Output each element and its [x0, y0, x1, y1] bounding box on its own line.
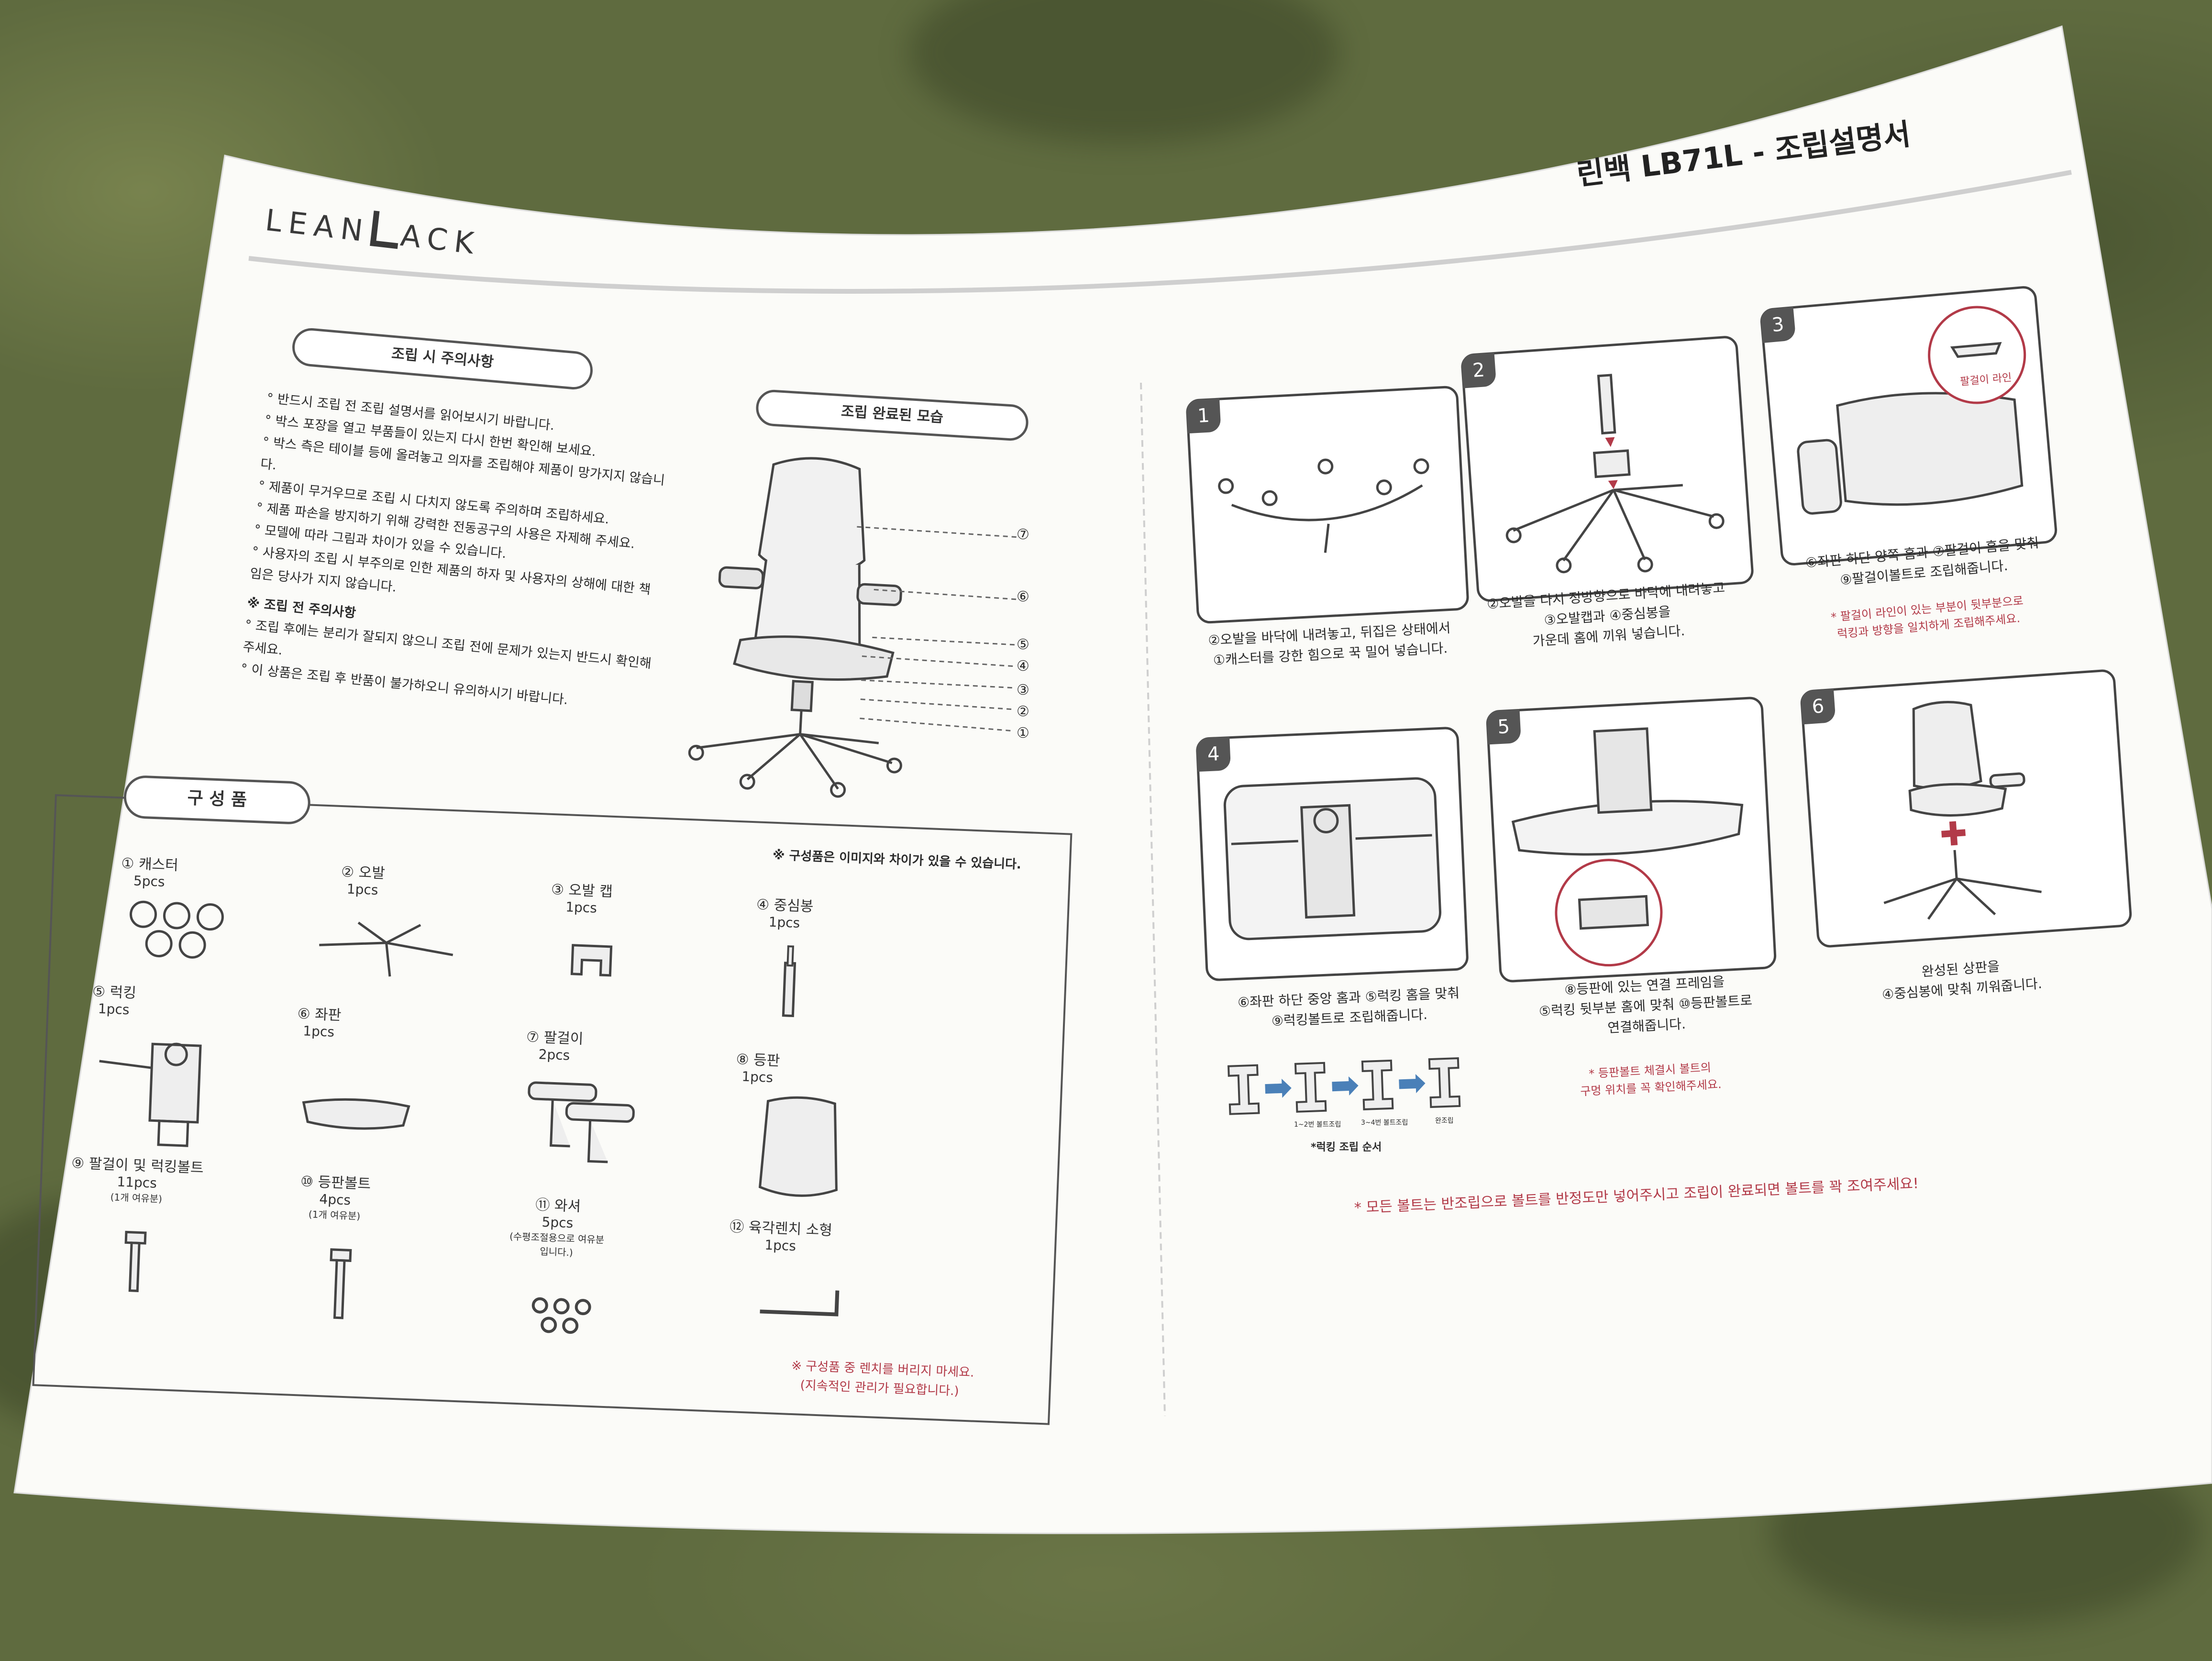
callout-6: ⑥: [1017, 588, 1029, 605]
step-3-box: 3 팔걸이 라인: [1759, 285, 2058, 567]
sequence-step-1: 1~2번 볼트조립: [1294, 1121, 1341, 1129]
part-name: ⑥ 좌판: [297, 1005, 342, 1024]
part-seat: ⑥ 좌판 1pcs: [297, 1002, 342, 1040]
part-name: ① 캐스터: [121, 855, 179, 874]
cautions-heading-label: 조립 시 주의사항: [390, 345, 495, 371]
step-number: 1: [1186, 398, 1221, 434]
base-cap-icon: [570, 944, 613, 977]
completed-callout-lines: [857, 526, 1019, 732]
step-4-box: 4: [1195, 726, 1469, 982]
step-6-box: 6: [1799, 668, 2133, 949]
hex-wrench-icon: [760, 1290, 840, 1317]
step-4-illustration: [1223, 777, 1441, 941]
parts-heading: 구 성 품: [123, 775, 311, 825]
callout-7: ⑦: [1017, 526, 1029, 543]
part-qty: 1pcs: [764, 1237, 796, 1254]
parts-box: 구 성 품 ※ 구성품은 이미지와 차이가 있을 수 있습니다. ① 캐스터 5…: [32, 775, 1073, 1425]
mechanism-sequence-diagram: [1227, 1057, 1461, 1115]
step-5-box: 5: [1485, 696, 1777, 983]
fabric-fold: [909, 0, 1339, 144]
part-qty: 2pcs: [538, 1046, 570, 1063]
part-hex-wrench: ⑫ 육각렌치 소형 1pcs: [729, 1215, 833, 1255]
gas-lift-icon: [782, 945, 796, 1018]
part-extra: (1개 여유분): [308, 1208, 361, 1222]
callout-2: ②: [1017, 703, 1029, 720]
part-caster: ① 캐스터 5pcs: [121, 851, 179, 890]
part-name: ② 오발: [341, 864, 386, 882]
part-base: ② 오발 1pcs: [340, 860, 386, 898]
completed-heading-label: 조립 완료된 모습: [841, 403, 944, 426]
part-qty: 1pcs: [565, 899, 597, 916]
part-backrest-bolt: ⑩ 등판볼트 4pcs (1개 여유분): [299, 1169, 371, 1223]
part-qty: 1pcs: [346, 881, 379, 898]
armrest-icon: [528, 1081, 635, 1163]
step-5-illustration: [1511, 727, 1744, 967]
callout-4: ④: [1017, 658, 1029, 675]
mechanism-icon: [99, 1042, 202, 1147]
part-name: ⑪ 와셔: [535, 1196, 581, 1215]
step-3-illustration: 팔걸이 라인: [1797, 306, 2026, 515]
part-backrest: ⑧ 등판 1pcs: [735, 1047, 781, 1085]
step-6-illustration: [1883, 701, 2042, 920]
long-bolt-icon: [330, 1248, 352, 1319]
step-1-box: 1: [1185, 385, 1470, 624]
sequence-step-3: 완조립: [1435, 1117, 1454, 1125]
callout-1: ①: [1017, 725, 1029, 742]
part-qty: 1pcs: [98, 1000, 130, 1018]
part-gas-lift: ④ 중심봉 1pcs: [755, 892, 814, 931]
part-extra: (수평조절용으로 여유분입니다.): [509, 1230, 605, 1259]
part-name: ③ 오발 캡: [551, 881, 613, 900]
backrest-icon: [758, 1096, 838, 1197]
step-2-illustration: [1505, 374, 1725, 574]
completed-chair-illustration: [688, 457, 902, 798]
part-armrest-bolt: ⑨ 팔걸이 및 럭킹볼트 11pcs (1개 여유분): [70, 1151, 204, 1207]
seat-icon: [302, 1098, 410, 1130]
part-base-cap: ③ 오발 캡 1pcs: [550, 877, 613, 917]
callout-3: ③: [1017, 682, 1029, 698]
washer-icon: [531, 1297, 591, 1334]
bolt-icon: [124, 1230, 147, 1292]
caster-icon: [129, 900, 224, 959]
part-name: ⑤ 럭킹: [92, 983, 137, 1002]
base-star-icon: [319, 921, 453, 977]
cautions-list: 반드시 조립 전 조립 설명서를 읽어보시기 바랍니다. 박스 포장을 열고 부…: [240, 388, 687, 720]
part-name: ⑧ 등판: [736, 1051, 781, 1070]
part-mechanism: ⑤ 럭킹 1pcs: [91, 979, 137, 1018]
logo-b-glyph-icon: [369, 210, 401, 249]
part-name: ④ 중심봉: [756, 896, 814, 916]
step-2-box: 2: [1460, 335, 1755, 603]
sequence-label: *럭킹 조립 순서: [1311, 1141, 1382, 1153]
part-armrest: ⑦ 팔걸이 2pcs: [525, 1025, 584, 1064]
parts-heading-label: 구 성 품: [187, 788, 247, 810]
part-qty: 1pcs: [768, 914, 800, 931]
sequence-step-2: 3~4번 볼트조립: [1361, 1119, 1408, 1127]
part-washer: ⑪ 와셔 5pcs (수평조절용으로 여유분입니다.): [509, 1192, 607, 1260]
part-qty: 4pcs: [319, 1191, 351, 1208]
part-name: ⑦ 팔걸이: [526, 1029, 584, 1048]
part-name: ⑩ 등판볼트: [300, 1173, 371, 1193]
step-1-illustration: [1218, 458, 1429, 553]
part-qty: 5pcs: [133, 873, 166, 890]
part-name: ⑫ 육각렌치 소형: [729, 1218, 833, 1240]
callout-5: ⑤: [1017, 636, 1029, 653]
parts-note: ※ 구성품은 이미지와 차이가 있을 수 있습니다.: [772, 848, 1022, 872]
part-qty: 1pcs: [741, 1068, 774, 1086]
part-qty: 1pcs: [302, 1023, 335, 1040]
